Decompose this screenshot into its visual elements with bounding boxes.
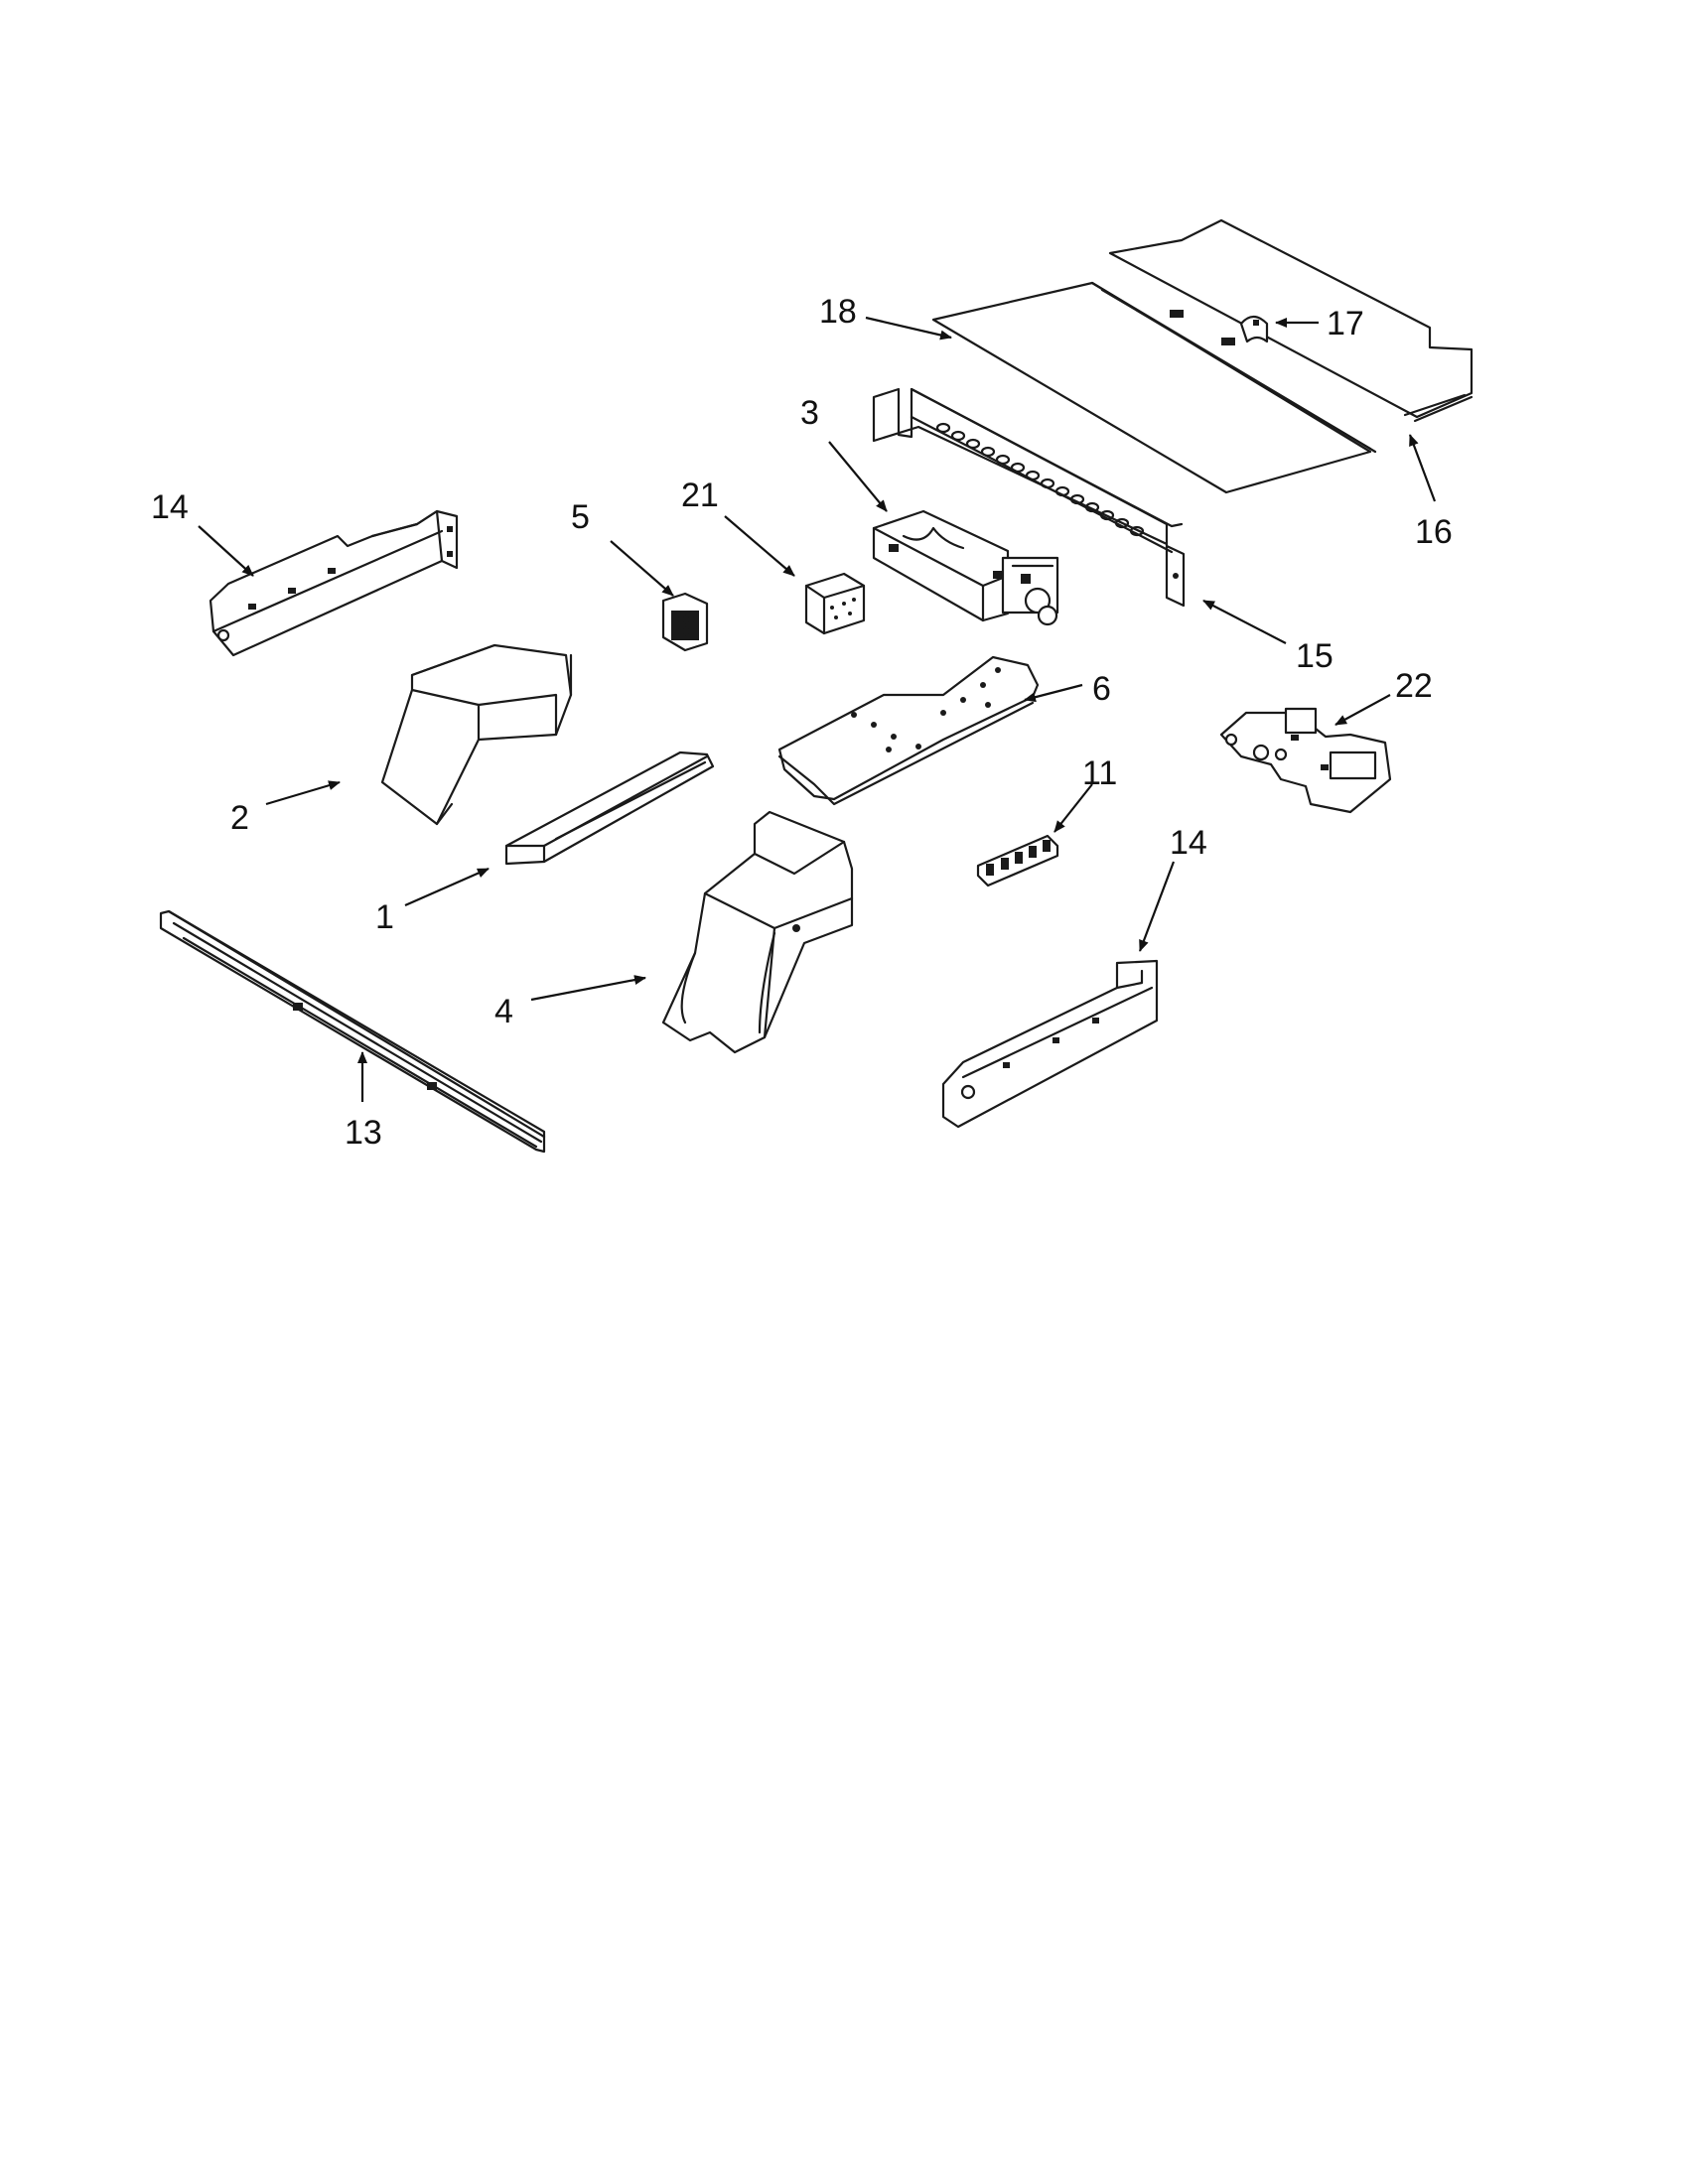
callout-13: 13	[345, 1114, 382, 1152]
leader-22	[1334, 694, 1391, 726]
leader-11	[1053, 783, 1093, 833]
callout-5: 5	[571, 498, 590, 536]
callout-11: 11	[1082, 754, 1117, 792]
leader-18	[865, 316, 952, 341]
part-22-lock-bracket[interactable]	[1219, 707, 1392, 814]
part-15-perforated-bracket[interactable]	[872, 387, 1186, 608]
part-11-terminal-strip[interactable]	[976, 834, 1059, 887]
part-4-heat-shield[interactable]	[661, 810, 854, 1054]
part-13-long-rail[interactable]	[159, 909, 546, 1154]
leader-6	[1024, 683, 1083, 703]
callout-6: 6	[1092, 670, 1111, 708]
leader-2	[265, 780, 341, 806]
callout-4: 4	[494, 993, 513, 1030]
leader-21	[724, 515, 795, 577]
leader-4	[530, 975, 646, 1002]
callout-17: 17	[1327, 305, 1364, 342]
callout-14-upper: 14	[151, 488, 189, 526]
leader-1	[404, 867, 490, 907]
callout-3: 3	[800, 394, 819, 432]
leader-14a	[198, 525, 254, 577]
part-6-mounting-plate[interactable]	[777, 655, 1040, 806]
callout-15: 15	[1296, 637, 1333, 675]
part-16-rear-panel[interactable]	[1108, 218, 1474, 423]
part-5-rocker-switch[interactable]	[661, 592, 709, 652]
callout-numbers: 18 17 3 16 14 5 21 15 6 22 2 11 14 1 4 1…	[151, 293, 1453, 1152]
callout-1: 1	[375, 898, 394, 936]
callout-18: 18	[819, 293, 857, 331]
leader-5	[610, 540, 674, 597]
callout-22: 22	[1395, 667, 1433, 705]
leader-3	[828, 441, 888, 512]
part-17-clip[interactable]	[1239, 315, 1269, 343]
callout-16: 16	[1415, 513, 1453, 551]
part-2-air-duct[interactable]	[380, 643, 573, 826]
leader-lines	[198, 316, 1437, 1102]
leader-14b	[1138, 861, 1176, 952]
callout-14-lower: 14	[1170, 824, 1207, 862]
part-14-side-bracket-upper[interactable]	[209, 509, 459, 657]
leader-16	[1408, 434, 1437, 502]
leader-15	[1202, 600, 1287, 644]
part-18-top-panel[interactable]	[931, 281, 1377, 494]
part-14-side-bracket-lower[interactable]	[941, 959, 1159, 1129]
part-1-front-strip[interactable]	[504, 751, 715, 866]
callout-21: 21	[681, 477, 719, 514]
part-21-terminal-block[interactable]	[804, 572, 866, 635]
callout-2: 2	[230, 799, 249, 837]
part-3-switch-assembly[interactable]	[872, 509, 1059, 626]
